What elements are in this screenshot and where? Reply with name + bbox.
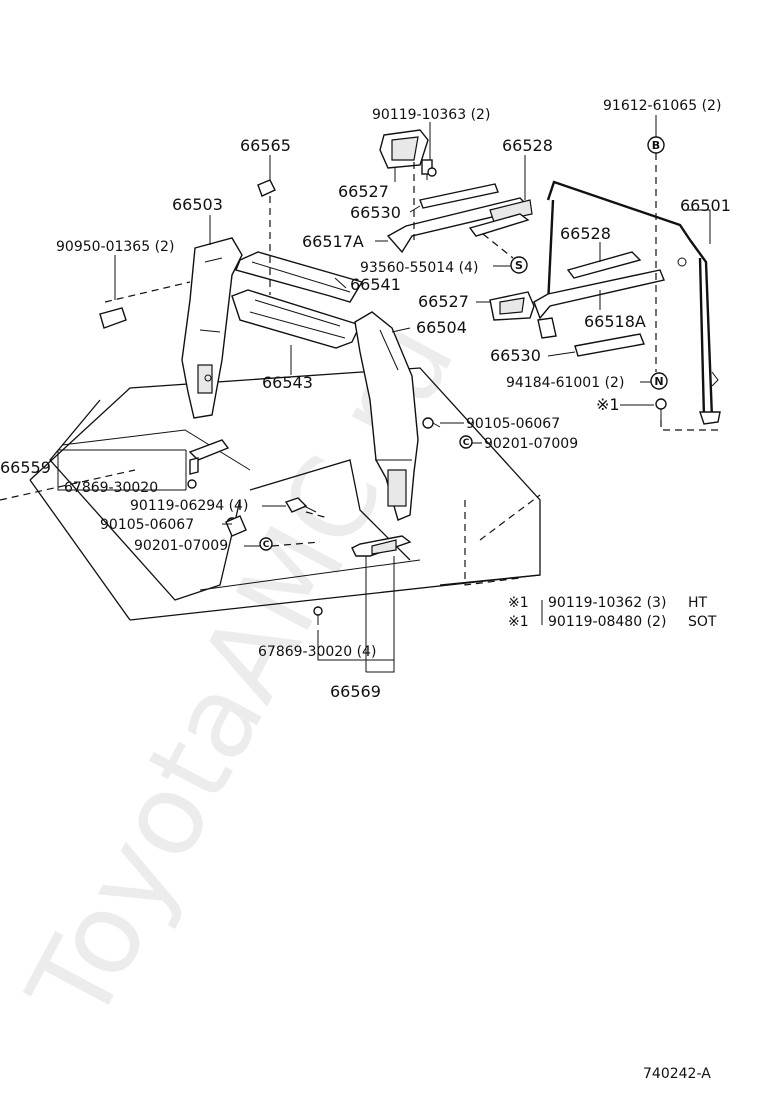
lens-mid <box>574 333 645 357</box>
right-roll-bar-post <box>354 311 419 521</box>
callout-66528-mid: 66528 <box>560 224 611 243</box>
badge-b: B <box>647 136 665 154</box>
callout-66501: 66501 <box>680 196 731 215</box>
svg-text:90119-08480 (2): 90119-08480 (2) <box>548 614 666 630</box>
callout-66559: 66559 <box>0 458 51 477</box>
callout-66530-top: 66530 <box>350 203 401 222</box>
callout-66504: 66504 <box>416 318 467 337</box>
callout-labels: 66565 90119-10363 (2) 66528 91612-61065 … <box>0 98 731 701</box>
lamp-assembly-top <box>379 129 433 180</box>
callout-66530-mid: 66530 <box>490 346 541 365</box>
top-cross-bar <box>231 251 364 349</box>
right-roll-hoop <box>546 180 721 425</box>
callout-91612-61065: 91612-61065 (2) <box>603 98 721 114</box>
svg-text:C: C <box>463 438 470 448</box>
callout-90105-06067-right: 90105-06067 <box>466 416 560 432</box>
fastener-90950 <box>99 307 127 329</box>
callout-66541: 66541 <box>350 275 401 294</box>
callout-66517a: 66517A <box>302 232 364 251</box>
small-fasteners <box>187 167 667 625</box>
svg-text:B: B <box>652 139 660 152</box>
callout-93560-55014: 93560-55014 (4) <box>360 260 478 276</box>
svg-text:HT: HT <box>688 595 708 611</box>
badge-c-right: C <box>459 435 473 449</box>
callout-90119-06294: 90119-06294 (4) <box>130 498 248 514</box>
callout-94184-61001: 94184-61001 (2) <box>506 375 624 391</box>
callout-90105-06067-left: 90105-06067 <box>100 517 194 533</box>
bracket-66518a <box>533 269 665 339</box>
callout-66527-top: 66527 <box>338 182 389 201</box>
variant-note-sot: ※1 90119-08480 (2) SOT <box>508 614 717 630</box>
variant-note-ht: ※1 90119-10362 (3) HT <box>508 595 708 611</box>
mount-plate-mid <box>566 251 642 279</box>
figure-code: 740242-A <box>643 1066 711 1082</box>
callout-67869-30020-4: 67869-30020 (4) <box>258 644 376 660</box>
callout-90201-07009-left: 90201-07009 <box>134 538 228 554</box>
svg-text:C: C <box>263 540 270 550</box>
svg-text:N: N <box>654 375 663 388</box>
svg-text:SOT: SOT <box>688 614 717 630</box>
truck-bed-outline <box>0 367 541 621</box>
callout-66569: 66569 <box>330 682 381 701</box>
callout-66565: 66565 <box>240 136 291 155</box>
callout-90950-01365: 90950-01365 (2) <box>56 239 174 255</box>
badge-n: N <box>650 372 668 390</box>
mount-plate-top <box>468 213 530 237</box>
callout-90201-07009-right: 90201-07009 <box>484 436 578 452</box>
badge-c-left: C <box>259 537 273 551</box>
svg-text:90119-10362 (3): 90119-10362 (3) <box>548 595 666 611</box>
svg-text:※1: ※1 <box>508 595 529 611</box>
badge-s: S <box>510 256 528 274</box>
callout-66503: 66503 <box>172 195 223 214</box>
callout-66527-mid: 66527 <box>418 292 469 311</box>
bracket-66569 <box>351 535 412 557</box>
callout-66528-top: 66528 <box>502 136 553 155</box>
svg-text:※1: ※1 <box>508 614 529 630</box>
leader-lines <box>57 115 720 673</box>
clip-66565 <box>257 179 276 197</box>
callout-66518a: 66518A <box>584 312 646 331</box>
callout-67869-30020: 67869-30020 <box>64 480 158 496</box>
bracket-66517a <box>386 197 533 254</box>
callout-mark-1: ※1 <box>596 395 620 414</box>
callout-90119-10363: 90119-10363 (2) <box>372 107 490 123</box>
lens-top <box>419 183 499 209</box>
callout-66543: 66543 <box>262 373 313 392</box>
svg-text:S: S <box>515 259 523 272</box>
left-roll-bar-post <box>181 237 243 419</box>
bracket-66559 <box>188 439 230 475</box>
lamp-assembly-mid <box>489 291 535 321</box>
